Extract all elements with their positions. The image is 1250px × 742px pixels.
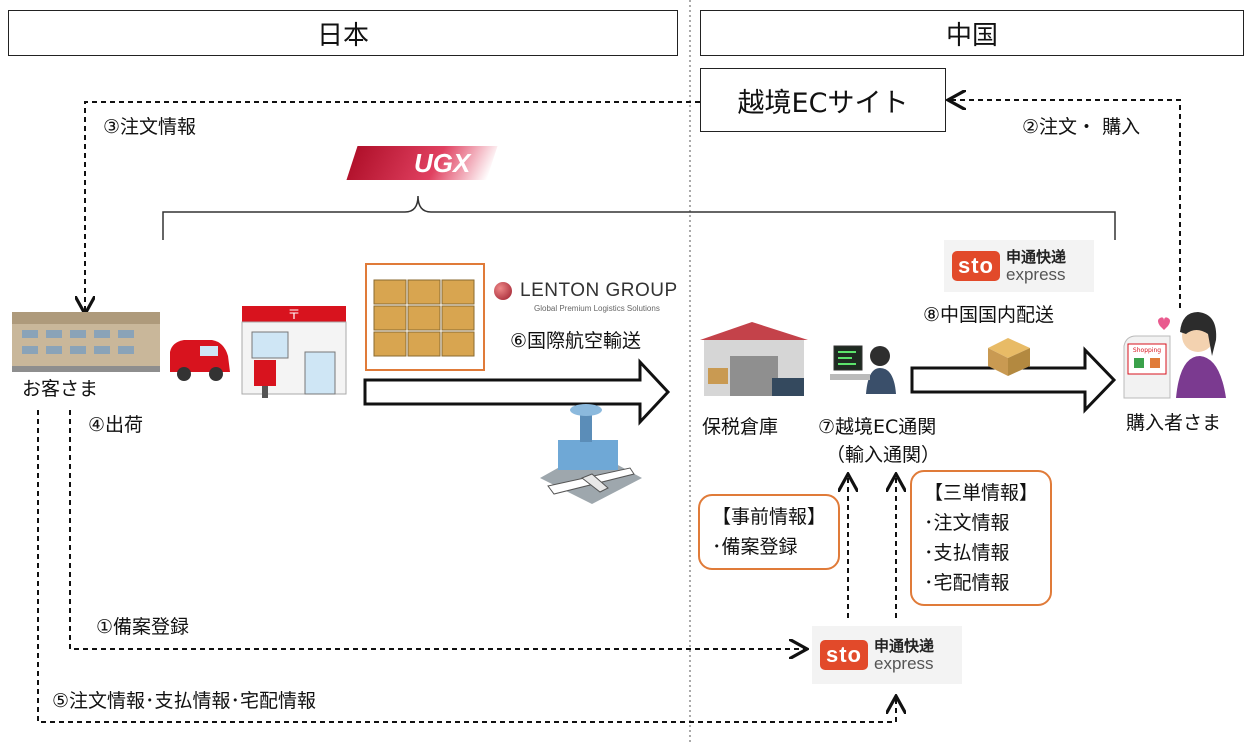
post-office-icon: 〒 <box>241 306 347 398</box>
sto-badge: sto <box>820 640 868 670</box>
intl-air-arrow <box>363 358 671 426</box>
cross-border-ec-site: 越境ECサイト <box>700 68 946 132</box>
ugx-bracket <box>162 195 1116 240</box>
domestic-delivery-arrow <box>910 346 1117 414</box>
three-info-item-payment: ･支払情報 <box>924 542 1010 564</box>
lenton-globe-icon <box>494 282 512 300</box>
three-info-item-delivery: ･宅配情報 <box>924 572 1010 594</box>
intl-air-transport-label: ⑥国際航空輸送 <box>510 330 642 352</box>
pre-info-title: 【事前情報】 <box>712 506 827 528</box>
domestic-delivery-label: ⑧中国国内配送 <box>923 304 1055 326</box>
three-info-box: 【三単情報】 ･注文情報 ･支払情報 ･宅配情報 <box>910 470 1053 606</box>
sto-chinese-name: 申通快递 <box>874 637 935 655</box>
order-info-arrow <box>85 101 700 312</box>
delivery-van-icon <box>170 340 230 381</box>
customs-clearance-label: ⑦越境EC通関 <box>818 416 937 438</box>
info-arrow <box>37 410 896 723</box>
import-clearance-label: （輸入通関） <box>826 444 941 466</box>
sto-express-logo-bottom: sto 申通快递 express <box>812 626 962 684</box>
three-info-item-order: ･注文情報 <box>924 512 1010 534</box>
svg-text:〒: 〒 <box>287 308 300 323</box>
three-info-title: 【三単情報】 <box>924 482 1039 504</box>
bonded-warehouse-icon <box>700 322 808 396</box>
japan-region-header: 日本 <box>8 10 678 56</box>
order-purchase-label: ②注文・ 購入 <box>1022 116 1141 138</box>
customer-label: お客さま <box>22 378 99 400</box>
ugx-logo-text: UGX <box>414 148 471 178</box>
lenton-group-name: LENTON GROUP <box>520 280 678 301</box>
sto-badge: sto <box>952 251 1000 281</box>
order-info-label: ③注文情報 <box>103 116 197 138</box>
filing-label: ①備案登録 <box>96 616 190 638</box>
customer-building-icon <box>12 312 160 372</box>
buyer-icon: Shopping <box>1123 312 1226 399</box>
ugx-logo: UGX <box>346 142 500 186</box>
pre-info-box: 【事前情報】 ･備案登録 <box>698 494 841 570</box>
parcel-icon <box>988 338 1030 376</box>
pre-info-item: ･備案登録 <box>712 536 798 558</box>
sto-express-logo-top: sto 申通快递 express <box>944 240 1094 292</box>
china-region-header: 中国 <box>700 10 1244 56</box>
buyer-label: 購入者さま <box>1126 412 1222 434</box>
airport-icon <box>540 404 642 504</box>
customs-operator-icon <box>830 345 896 394</box>
filing-arrow <box>69 410 805 649</box>
shipping-label: ④出荷 <box>88 414 144 436</box>
purchase-arrow <box>950 100 1181 308</box>
sto-english-name: express <box>874 654 934 673</box>
bonded-warehouse-label: 保税倉庫 <box>702 416 779 438</box>
lenton-group-tagline: Global Premium Logistics Solutions <box>534 304 660 313</box>
cargo-boxes-icon <box>365 263 485 371</box>
lenton-group-logo: LENTON GROUP Global Premium Logistics So… <box>494 280 694 316</box>
info-transfer-label: ⑤注文情報･支払情報･宅配情報 <box>52 690 317 712</box>
svg-text:Shopping: Shopping <box>1133 347 1161 354</box>
sto-english-name: express <box>1006 265 1066 284</box>
sto-chinese-name: 申通快递 <box>1006 248 1067 266</box>
